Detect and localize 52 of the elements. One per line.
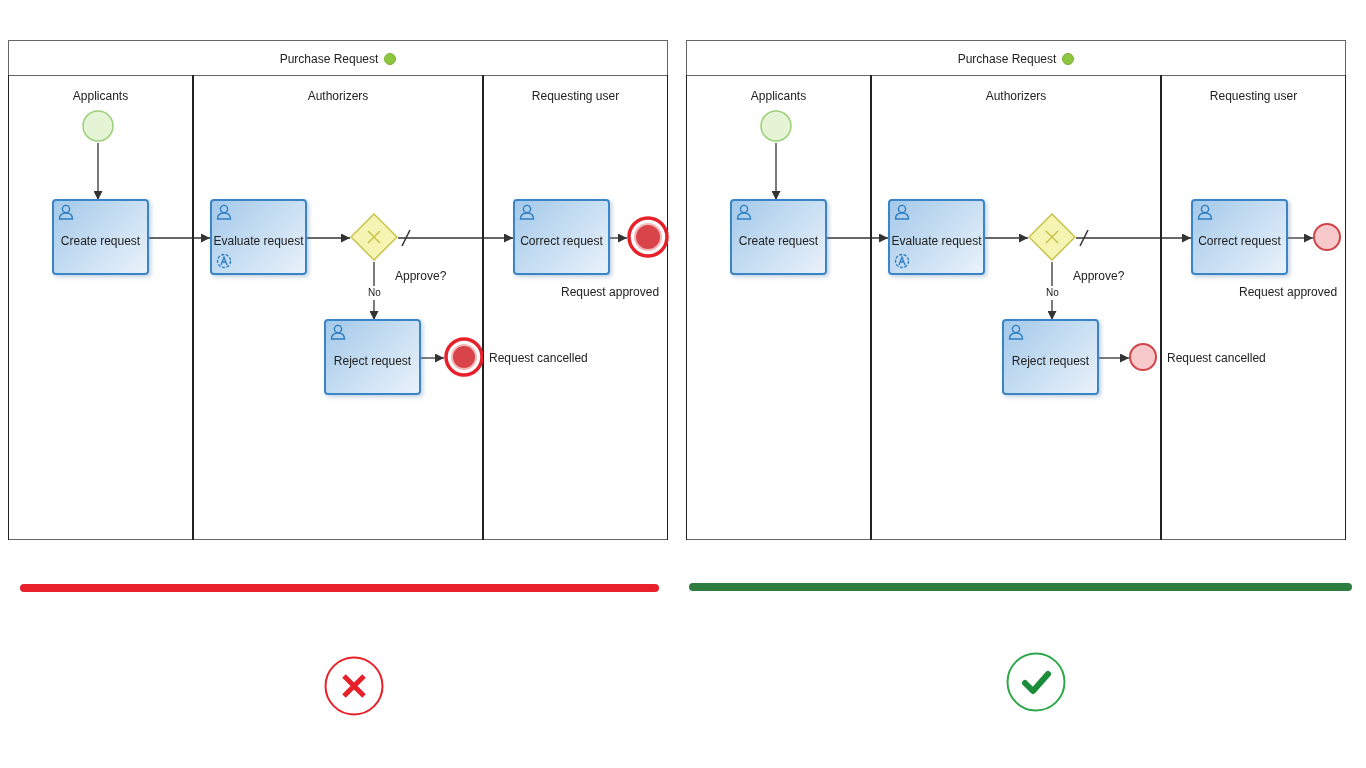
- sequence-flow-arrow: [93, 142, 103, 201]
- task-label: Evaluate request: [213, 234, 304, 248]
- lane-title: Applicants: [72, 89, 129, 103]
- swimlane-pool: [686, 40, 1346, 540]
- task-label: Correct request: [520, 234, 603, 248]
- caption-label: Approve?: [1073, 269, 1125, 283]
- task-box: [888, 199, 985, 275]
- task-box: [1002, 319, 1099, 395]
- lane-title: Requesting user: [1209, 89, 1298, 103]
- sequence-flow-arrow: [306, 233, 351, 243]
- swimlane-lane: [483, 75, 668, 540]
- sequence-flow-arrow: [1098, 353, 1130, 363]
- pool-title: Purchase Request: [957, 51, 1057, 66]
- sequence-flow-arrow: [826, 233, 889, 243]
- swimlane-lane: [686, 75, 871, 540]
- edge-label: No: [367, 286, 382, 300]
- sequence-flow-arrow: [771, 142, 781, 201]
- sequence-flow-arrow: [609, 233, 628, 243]
- swimlane-lane: [8, 75, 193, 540]
- edge-label: No: [1045, 286, 1060, 300]
- pool-title: Purchase Request: [279, 51, 379, 66]
- sequence-flow-arrow: [984, 233, 1029, 243]
- swimlane-pool: [8, 40, 668, 540]
- task-box: [513, 199, 610, 275]
- sequence-flow-arrow: [397, 233, 514, 243]
- task-label: Reject request: [1011, 354, 1090, 368]
- task-label: Reject request: [333, 354, 412, 368]
- underline-bar: [689, 583, 1352, 591]
- sequence-flow-arrow: [1075, 233, 1192, 243]
- caption-label: Request approved: [561, 285, 660, 299]
- caption-label: Request cancelled: [489, 351, 588, 365]
- caption-label: Approve?: [395, 269, 447, 283]
- task-label: Create request: [60, 234, 141, 248]
- task-label: Evaluate request: [891, 234, 982, 248]
- swimlane-lane: [1161, 75, 1346, 540]
- task-box: [52, 199, 149, 275]
- sequence-flow-arrow: [420, 353, 445, 363]
- task-label: Correct request: [1198, 234, 1281, 248]
- caption-label: Request approved: [1239, 285, 1338, 299]
- underline-bar: [20, 584, 659, 592]
- lane-title: Applicants: [750, 89, 807, 103]
- task-box: [324, 319, 421, 395]
- lane-title: Requesting user: [531, 89, 620, 103]
- task-box: [1191, 199, 1288, 275]
- task-label: Create request: [738, 234, 819, 248]
- task-box: [210, 199, 307, 275]
- lane-title: Authorizers: [307, 89, 369, 103]
- lane-title: Authorizers: [985, 89, 1047, 103]
- sequence-flow-arrow: [148, 233, 211, 243]
- caption-label: Request cancelled: [1167, 351, 1266, 365]
- sequence-flow-arrow: [1287, 233, 1314, 243]
- task-box: [730, 199, 827, 275]
